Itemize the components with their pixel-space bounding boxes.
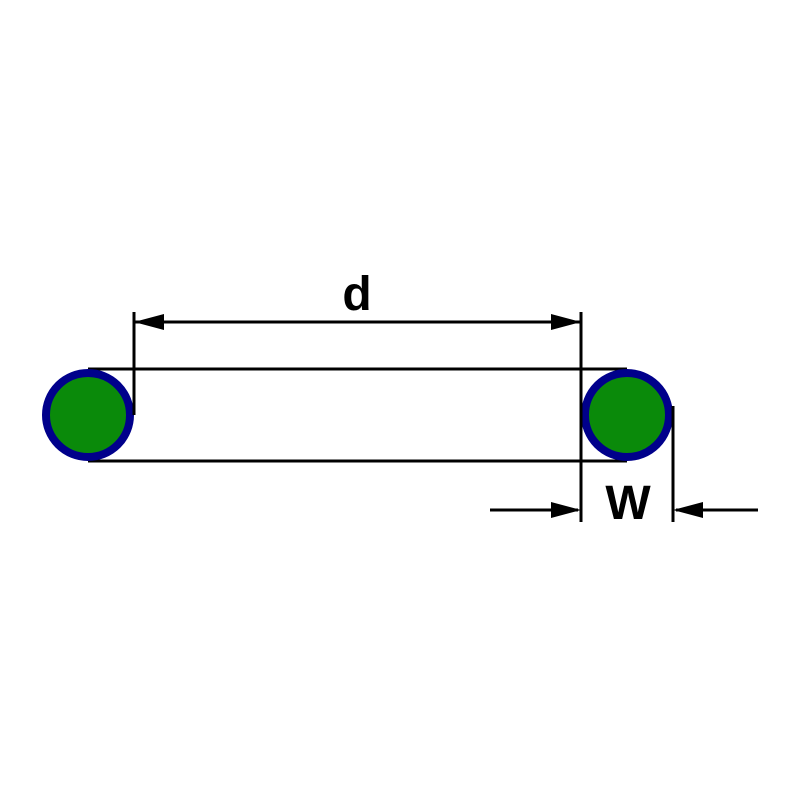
left-cross-section-circle (42, 369, 134, 461)
w-arrowhead-left (551, 502, 581, 518)
d-arrowhead-right (551, 314, 581, 330)
right-cross-section-circle (581, 369, 673, 461)
w-label: W (605, 477, 651, 530)
d-label: d (342, 268, 371, 321)
w-arrowhead-right (673, 502, 703, 518)
d-arrowhead-left (134, 314, 164, 330)
